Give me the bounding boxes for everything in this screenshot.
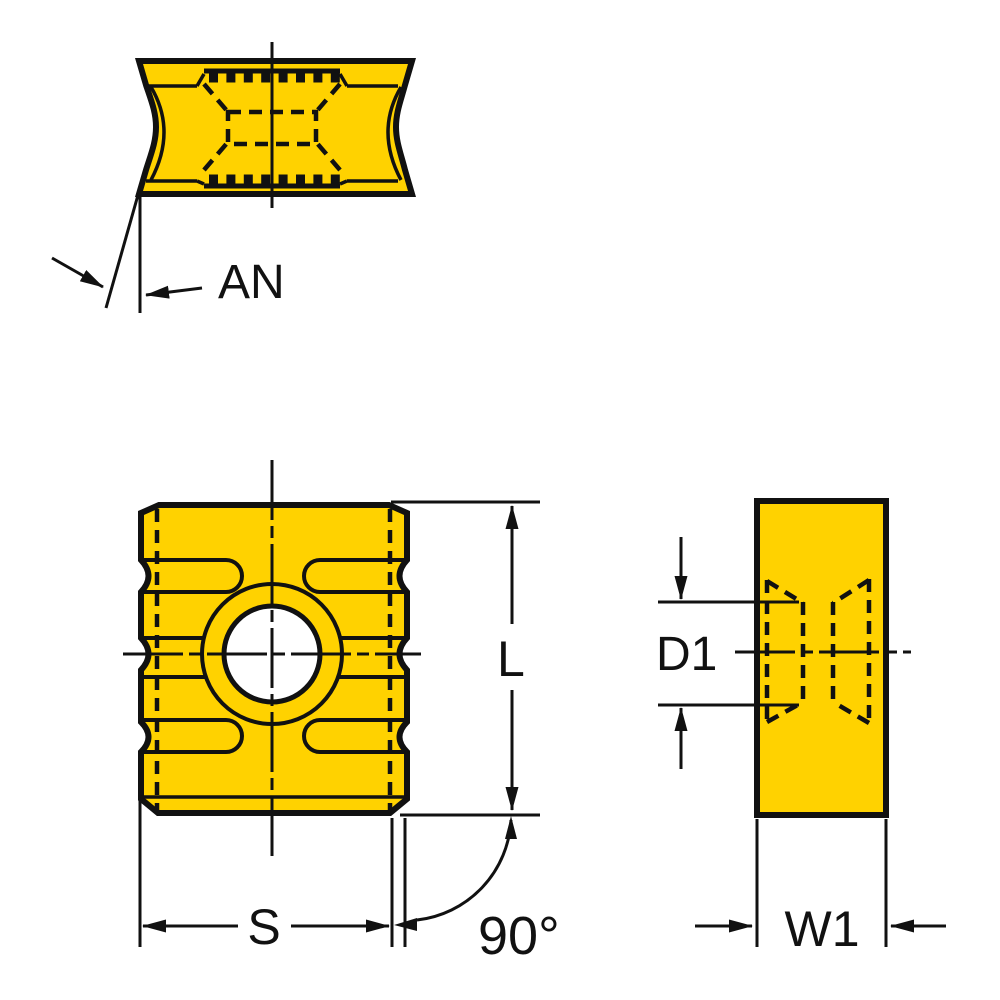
angle-arrow-left <box>394 918 417 931</box>
front-view <box>123 460 421 856</box>
front-view-grooves <box>141 558 407 754</box>
w1-dimension: W1 <box>695 819 946 957</box>
angle-90-dimension: 90° <box>394 816 560 966</box>
w1-label: W1 <box>785 901 860 957</box>
d1-dimension: D1 <box>656 537 799 769</box>
an-arrow-left <box>51 256 104 289</box>
s-dimension: S <box>138 799 407 955</box>
angle-arc <box>416 819 513 922</box>
side-view-hidden-hole <box>202 82 342 172</box>
end-view <box>735 498 911 818</box>
an-label: AN <box>218 256 285 309</box>
side-view-outline <box>135 58 416 197</box>
s-label: S <box>247 899 280 955</box>
l-label: L <box>497 631 525 687</box>
l-dimension: L <box>391 500 540 817</box>
d1-label: D1 <box>656 628 717 681</box>
an-angle-line <box>104 194 140 309</box>
side-view <box>135 42 416 208</box>
side-view-right-land-line <box>386 86 403 181</box>
end-view-outline <box>754 498 889 818</box>
side-view-left-land-line <box>149 86 166 181</box>
angle-label: 90° <box>478 906 560 966</box>
an-arrow-right <box>145 285 203 299</box>
an-dimension: AN <box>51 194 285 313</box>
angle-arrow-up <box>505 816 517 839</box>
